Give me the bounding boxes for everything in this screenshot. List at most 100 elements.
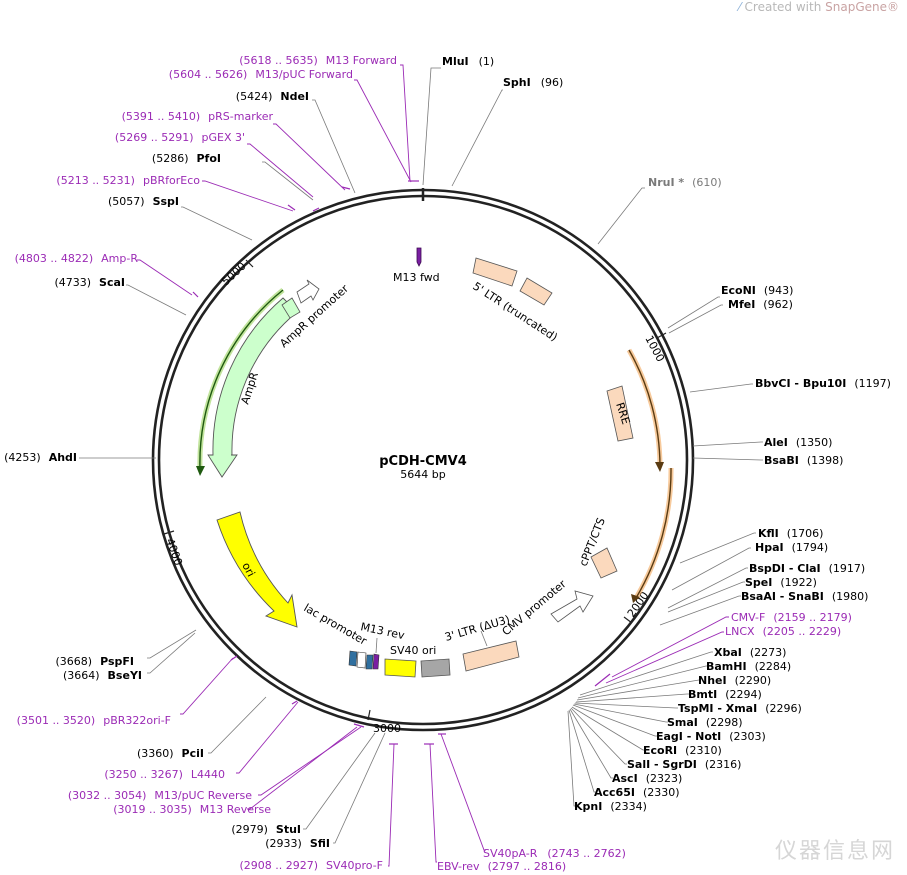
site-nrui: NruI *(610) (648, 176, 722, 189)
cmv-promoter-feature (550, 590, 594, 623)
primer-prs-marker: (5391 .. 5410)pRS-marker (122, 110, 274, 123)
site-stui: (2979)StuI (231, 823, 301, 836)
site-ndei: (5424)NdeI (236, 90, 309, 103)
primer-cmv-f: CMV-F(2159 .. 2179) (731, 611, 852, 624)
primer-lncx: LNCX(2205 .. 2229) (725, 625, 841, 638)
tick-label-4000: 4000 (163, 537, 185, 568)
tick-5000 (245, 259, 254, 268)
primer-m13-reverse: (3019 .. 3035)M13 Reverse (113, 803, 271, 816)
tick-marks (163, 259, 667, 721)
primer-m13-forward: (5618 .. 5635)M13 Forward (239, 54, 397, 67)
tick-3000 (367, 709, 371, 721)
ltr5-feature-a (472, 257, 518, 287)
orange-arrow-1-head (655, 462, 664, 472)
left-primer-labels: (5618 .. 5635)M13 Forward (5604 .. 5626)… (15, 54, 397, 872)
site-mlui: MluI(1) (442, 55, 494, 68)
site-asci: AscI(2323) (612, 772, 682, 785)
site-sali: SalI - SgrDI(2316) (627, 758, 741, 771)
lac-promoter-label: lac promoter (302, 601, 370, 648)
tick-label-5000: 5000 (219, 260, 248, 289)
site-hpai: HpaI(1794) (755, 541, 828, 554)
m13-rev-feature (372, 653, 380, 670)
sv40-promoter-feature (384, 658, 417, 678)
orange-arc-1-glow (626, 348, 663, 467)
primer-m13-puc-reverse: (3032 .. 3054)M13/pUC Reverse (68, 789, 252, 802)
site-ecori: EcoRI(2310) (643, 744, 722, 757)
right-primer-labels: CMV-F(2159 .. 2179) LNCX(2205 .. 2229) S… (437, 611, 852, 873)
site-alei: AleI(1350) (764, 436, 832, 449)
site-sphi: SphI(96) (503, 76, 563, 89)
rre-feature (606, 385, 634, 442)
site-sspi: (5057)SspI (108, 195, 179, 208)
ampr-outer-arc (199, 289, 284, 471)
primer-ebv-rev: EBV-rev(2797 .. 2816) (437, 860, 566, 873)
site-pfoi: (5286)PfoI (152, 152, 221, 165)
site-econi: EcoNI(943) (721, 284, 793, 297)
sv40-ori-label: SV40 ori (390, 644, 436, 657)
tick-1000 (656, 332, 667, 339)
ampr-feature (207, 297, 298, 478)
primer-pgex-3: (5269 .. 5291)pGEX 3' (115, 131, 245, 144)
ori-feature (216, 511, 298, 628)
primer-m13-puc-forward: (5604 .. 5626)M13/pUC Forward (169, 68, 353, 81)
plasmid-size: 5644 bp (400, 468, 445, 481)
site-smai: SmaI(2298) (667, 716, 742, 729)
site-xbai: XbaI(2273) (714, 646, 786, 659)
ampr-promoter-block (281, 297, 301, 319)
primer-amp-r: (4803 .. 4822)Amp-R (15, 252, 139, 265)
primer-sv40pa-r: SV40pA-R(2743 .. 2762) (483, 847, 626, 860)
site-bsabi: BsaBI(1398) (764, 454, 843, 467)
sv40-ori-feature (420, 658, 451, 678)
m13-rev-leader (375, 637, 378, 654)
m13-fwd-feature (416, 247, 422, 267)
site-xmai: TspMI - XmaI(2296) (678, 702, 802, 715)
ltr3-leader (480, 630, 488, 647)
site-leaders (79, 67, 763, 844)
ampr-promoter-feature (296, 279, 320, 304)
site-acc65i: Acc65I(2330) (594, 786, 680, 799)
primer-pbrforeco: (5213 .. 5231)pBRforEco (56, 174, 200, 187)
ltr3-feature (462, 640, 520, 672)
m13-fwd-label: M13 fwd (393, 271, 440, 284)
site-spei: SpeI(1922) (745, 576, 817, 589)
lac-operator-feature (365, 654, 374, 670)
cap-site-feature (348, 650, 358, 667)
primer-leaders (137, 64, 729, 867)
primer-pbr322ori-f: (3501 .. 3520)pBR322ori-F (17, 714, 171, 727)
watermark-prefix: Created with (744, 0, 826, 14)
right-site-labels: MluI(1) SphI(96) NruI *(610) EcoNI(943) … (442, 55, 891, 813)
site-bseyi: (3664)BseYI (63, 669, 142, 682)
watermark-brand: SnapGene® (825, 0, 899, 14)
site-bbvci: BbvCI - Bpu10I(1197) (755, 377, 891, 390)
ori-label: ori (239, 560, 257, 579)
site-ahdi: (4253)AhdI (4, 451, 77, 464)
lac-promoter-feature (356, 651, 367, 669)
site-pcii: (3360)PciI (137, 747, 204, 760)
orange-arc-2 (635, 467, 672, 599)
site-pspfi: (3668)PspFI (56, 655, 134, 668)
tick-label-3000: 3000 (373, 722, 401, 735)
tick-2000 (623, 616, 633, 624)
site-clai: BspDI - ClaI(1917) (749, 562, 865, 575)
cppt-feature (590, 547, 618, 579)
cmv-promoter-label: CMV promoter (500, 577, 569, 638)
site-nhei: NheI(2290) (698, 674, 771, 687)
ampr-outer-head (196, 466, 205, 476)
site-kpni: KpnI(2334) (574, 800, 647, 813)
site-bamhi: BamHI(2284) (706, 660, 791, 673)
tick-4000 (163, 530, 175, 535)
site-logo-watermark: 仪器信息网 (774, 839, 895, 864)
site-mfei: MfeI(962) (728, 298, 793, 311)
left-site-labels: (5424)NdeI (5286)PfoI (5057)SspI (4733)S… (4, 90, 330, 850)
primer-sv40pro-f: (2908 .. 2927)SV40pro-F (239, 859, 383, 872)
site-noti: EagI - NotI(2303) (656, 730, 766, 743)
watermark-icon: ⁄ (738, 0, 741, 14)
plasmid-name: pCDH-CMV4 (379, 454, 467, 469)
orange-arrow-2-head (631, 594, 640, 603)
snapgene-watermark: ⁄ Created with SnapGene® (739, 0, 899, 14)
primer-l4440: (3250 .. 3267)L4440 (104, 768, 225, 781)
site-sfii: (2933)SfiI (265, 837, 330, 850)
site-scai: (4733)ScaI (54, 276, 125, 289)
site-snabi: BsaAI - SnaBI(1980) (741, 590, 868, 603)
